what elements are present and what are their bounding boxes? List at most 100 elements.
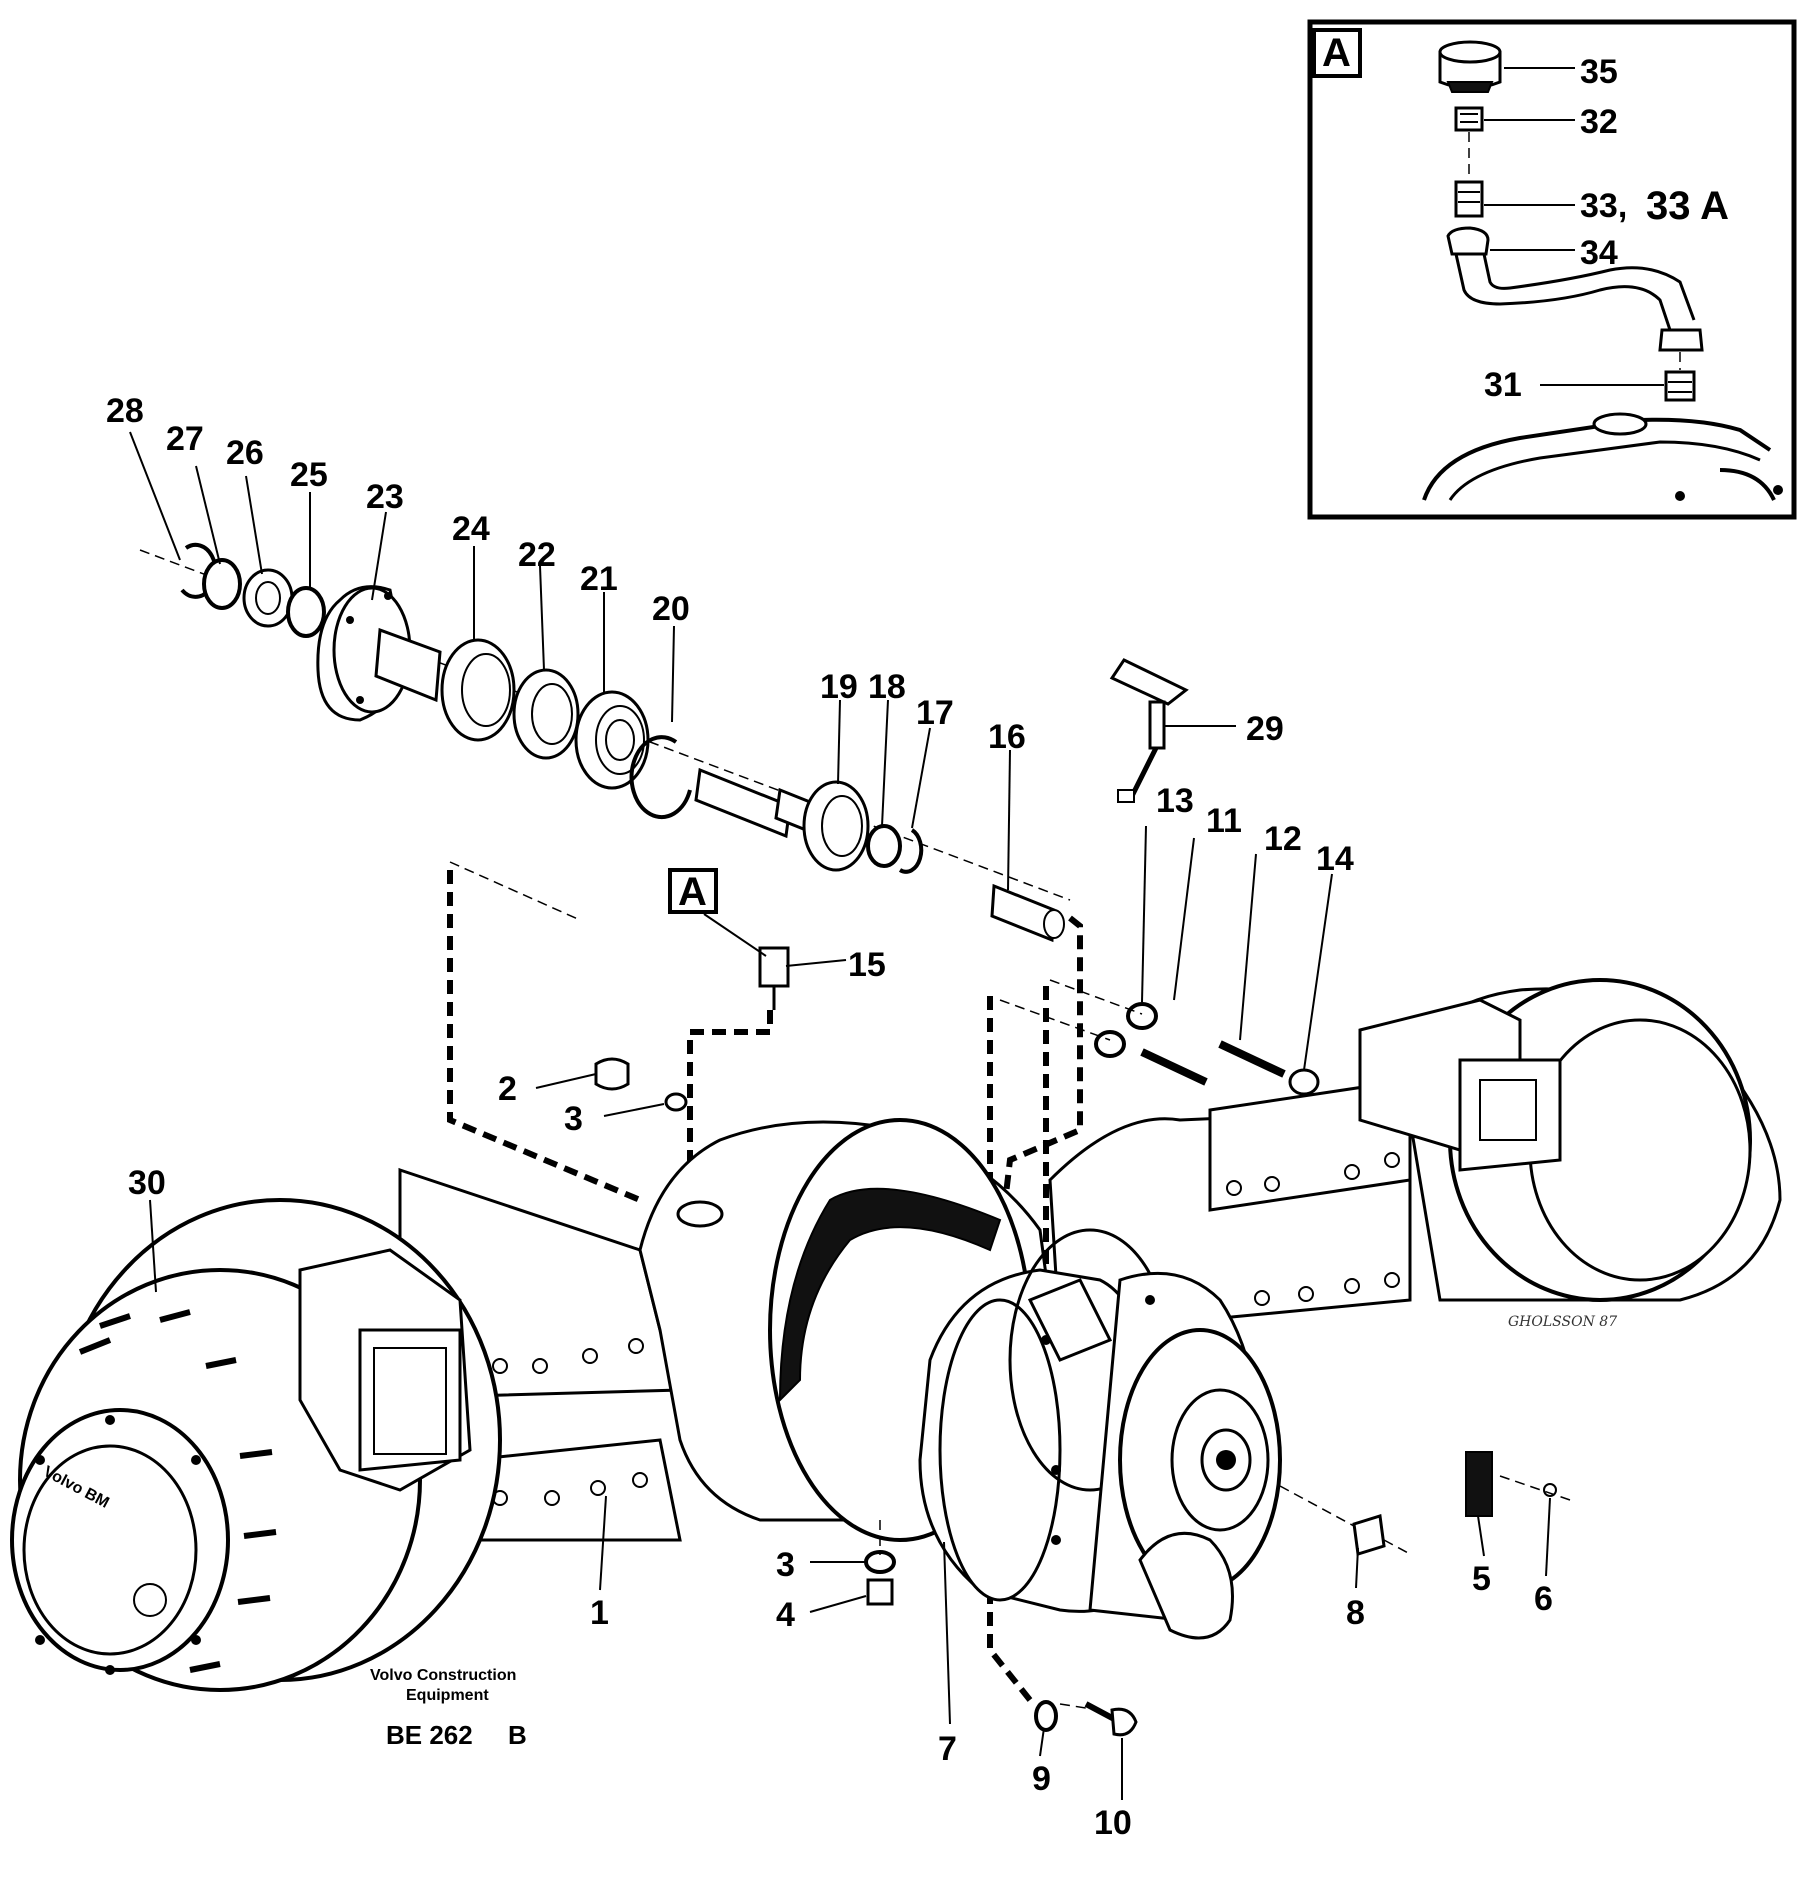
callout-numbers: 28 27 26 25 23 24 22 21 20 19 18 17 16 2… [106,392,1553,1842]
flag-a: A [668,868,767,957]
nut-26 [242,568,294,628]
inset-a-label: A [1322,31,1351,75]
callout-20: 20 [652,590,690,628]
right-arm-bolt-holes [1226,1152,1400,1306]
footer-revision: B [508,1720,527,1750]
washer-25 [286,586,326,638]
stud-12 [1218,1040,1286,1078]
washer-3-upper [664,1092,688,1112]
callout-10: 10 [1094,1804,1132,1842]
footer-line2: Equipment [406,1687,489,1704]
right-wheel-end [1358,978,1782,1302]
callout-18: 18 [868,668,906,706]
callout-12: 12 [1264,820,1302,858]
callout-3-upper: 3 [564,1100,583,1138]
callout-4: 4 [776,1596,795,1634]
lock-washer-27 [202,558,242,610]
callout-19: 19 [820,668,858,706]
callout-30: 30 [128,1164,166,1202]
bearing-21 [574,690,650,790]
callout-25: 25 [290,456,328,494]
callout-35: 35 [1580,53,1618,91]
callout-26: 26 [226,434,264,472]
leader-lines [129,431,1551,1800]
bushing-8 [1352,1514,1386,1556]
callout-29: 29 [1246,710,1284,748]
callout-31: 31 [1484,366,1522,404]
differential-carrier [918,1228,1282,1640]
inset-a-panel: A [1307,19,1797,520]
callout-32: 32 [1580,103,1618,141]
callout-9: 9 [1032,1760,1051,1798]
drain-parts [594,1057,896,1606]
callout-33a: 33 A [1646,184,1729,228]
callout-5: 5 [1472,1560,1491,1598]
callout-27: 27 [166,420,204,458]
footer: Volvo Construction Equipment BE 262 B [370,1667,527,1750]
callout-1: 1 [590,1594,609,1632]
circlip-20 [629,735,692,820]
washer-13a [1126,1002,1158,1030]
hose-34 [1446,226,1704,352]
callout-34: 34 [1580,234,1618,272]
plug-4 [866,1578,894,1606]
nut-14 [1288,1068,1320,1096]
ring-22 [512,668,580,760]
fitting-31 [1664,352,1696,402]
washer-18 [866,824,902,868]
breather-cap [1438,40,1502,93]
shaft-exploded-row [139,542,1071,943]
callout-23: 23 [366,478,404,516]
callout-7: 7 [938,1730,957,1768]
bolt-10-shank [1084,1701,1118,1723]
left-arm-bolt-holes [492,1338,648,1506]
callout-24: 24 [452,510,490,548]
callout-28: 28 [106,392,144,430]
callout-17: 17 [916,694,954,732]
stud-11 [1140,1048,1208,1086]
nipple-32 [1454,106,1484,180]
callout-8: 8 [1346,1594,1365,1632]
footer-line1: Volvo Construction [370,1667,516,1684]
callout-6: 6 [1534,1580,1553,1618]
rivet-6 [1543,1483,1557,1497]
callout-13: 13 [1156,782,1194,820]
fitting-33 [1454,180,1484,218]
inset-a-label-box [1312,28,1362,78]
breather-15 [758,946,790,1010]
bolt-29 [1109,658,1189,803]
right-brake-caliper [1358,998,1562,1172]
callout-15: 15 [848,946,886,984]
flange-23 [316,585,442,722]
callout-33: 33, [1580,187,1627,225]
flag-a-label: A [678,870,707,914]
breather-path-dash [687,1010,773,1180]
footer-code: BE 262 [386,1720,473,1750]
washer-13b [1094,1030,1126,1058]
hub-cap [10,1408,230,1675]
spline-sleeve-16 [990,883,1065,943]
bearing-19 [802,780,870,872]
small-parts-11-14 [999,979,1320,1096]
callout-2: 2 [498,1070,517,1108]
callout-3-lower: 3 [776,1546,795,1584]
axle-housing-corner [1422,412,1783,501]
callout-22: 22 [518,536,556,574]
plate-5 [1465,1451,1493,1517]
axle-housing [398,1078,1412,1640]
callout-16: 16 [988,718,1026,756]
left-brake-caliper [298,1248,472,1492]
plug-2 [594,1057,630,1091]
callout-14: 14 [1316,840,1354,878]
callout-21: 21 [580,560,618,598]
left-wheel-end [10,1198,502,1692]
artist-signature: GHOLSSON 87 [1508,1314,1617,1330]
bolt-10-head [1110,1707,1138,1737]
right-small-parts [1279,1451,1571,1556]
callout-11: 11 [1206,802,1242,840]
washer-9 [1034,1700,1058,1732]
seal-24 [440,638,516,742]
snap-ring-17 [898,828,924,874]
bottom-bolts [1034,1700,1138,1737]
